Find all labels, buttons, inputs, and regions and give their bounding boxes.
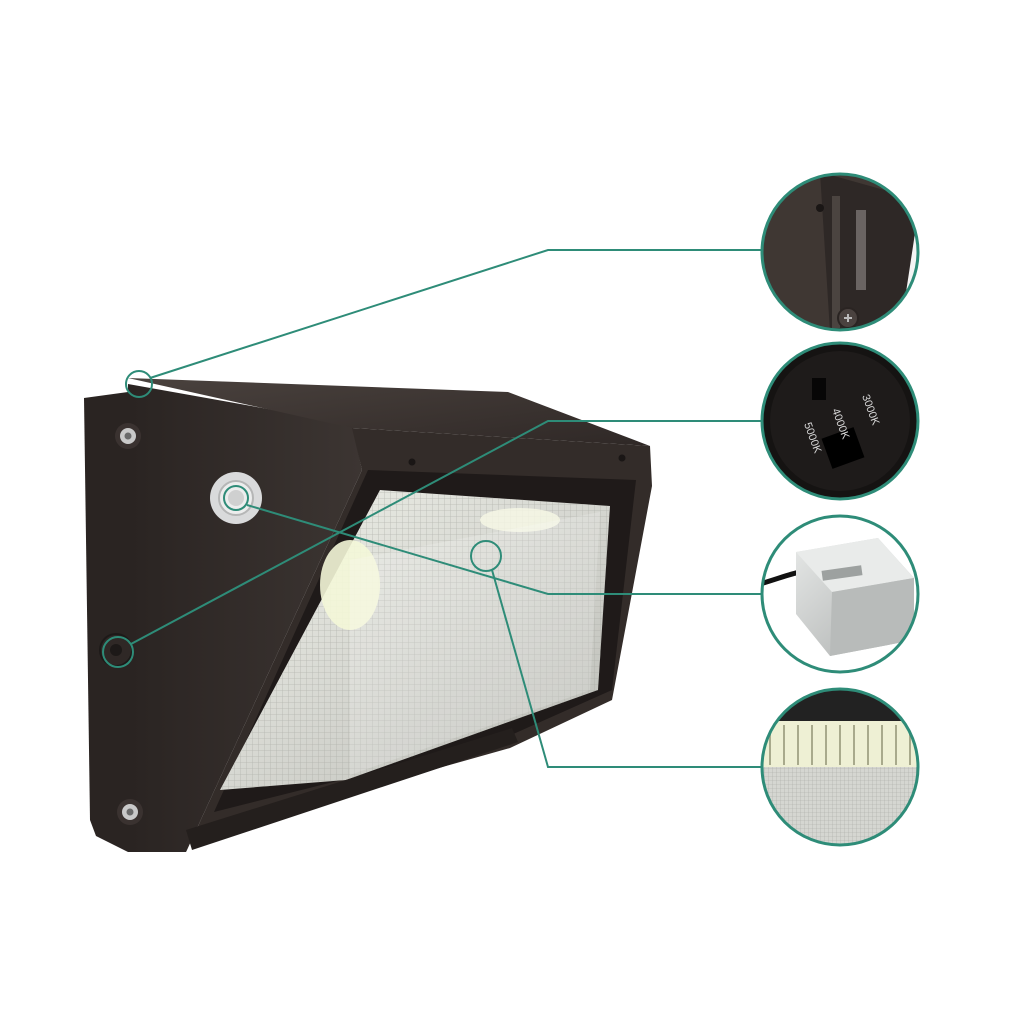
callout-line-switch xyxy=(130,420,762,645)
led-glow xyxy=(320,540,380,630)
screw-bottom xyxy=(117,799,143,825)
callout-anchor-switch xyxy=(102,636,134,668)
rim-hole xyxy=(408,458,416,466)
screw-top xyxy=(115,423,141,449)
callout-anchor-driver xyxy=(223,485,249,511)
callout-anchor-led xyxy=(470,540,502,572)
lens-highlight xyxy=(350,512,600,775)
lens-grid xyxy=(220,490,610,790)
back-plate xyxy=(84,392,128,852)
detail-led-board xyxy=(760,687,920,847)
detail-driver xyxy=(760,514,920,674)
rim-hole xyxy=(618,454,626,462)
photocell-sensor xyxy=(210,472,262,524)
housing-bottom-edge xyxy=(186,728,518,850)
switch-small xyxy=(812,378,826,400)
callout-line-driver xyxy=(246,504,762,595)
callout-lines xyxy=(102,249,762,768)
housing-top-face xyxy=(128,378,650,446)
switch-slider xyxy=(821,427,865,469)
knockout-plug xyxy=(99,633,133,667)
callout-anchor-bracket xyxy=(125,370,153,398)
callout-line-bracket xyxy=(149,249,762,379)
callout-line-led xyxy=(491,569,762,768)
led-glow-2 xyxy=(480,508,560,532)
wall-pack-fixture xyxy=(84,378,652,852)
detail-cct-switch: 3000K 4000K 5000K xyxy=(760,341,920,501)
detail-mount-bracket xyxy=(760,172,920,332)
housing-side-face xyxy=(128,384,362,852)
